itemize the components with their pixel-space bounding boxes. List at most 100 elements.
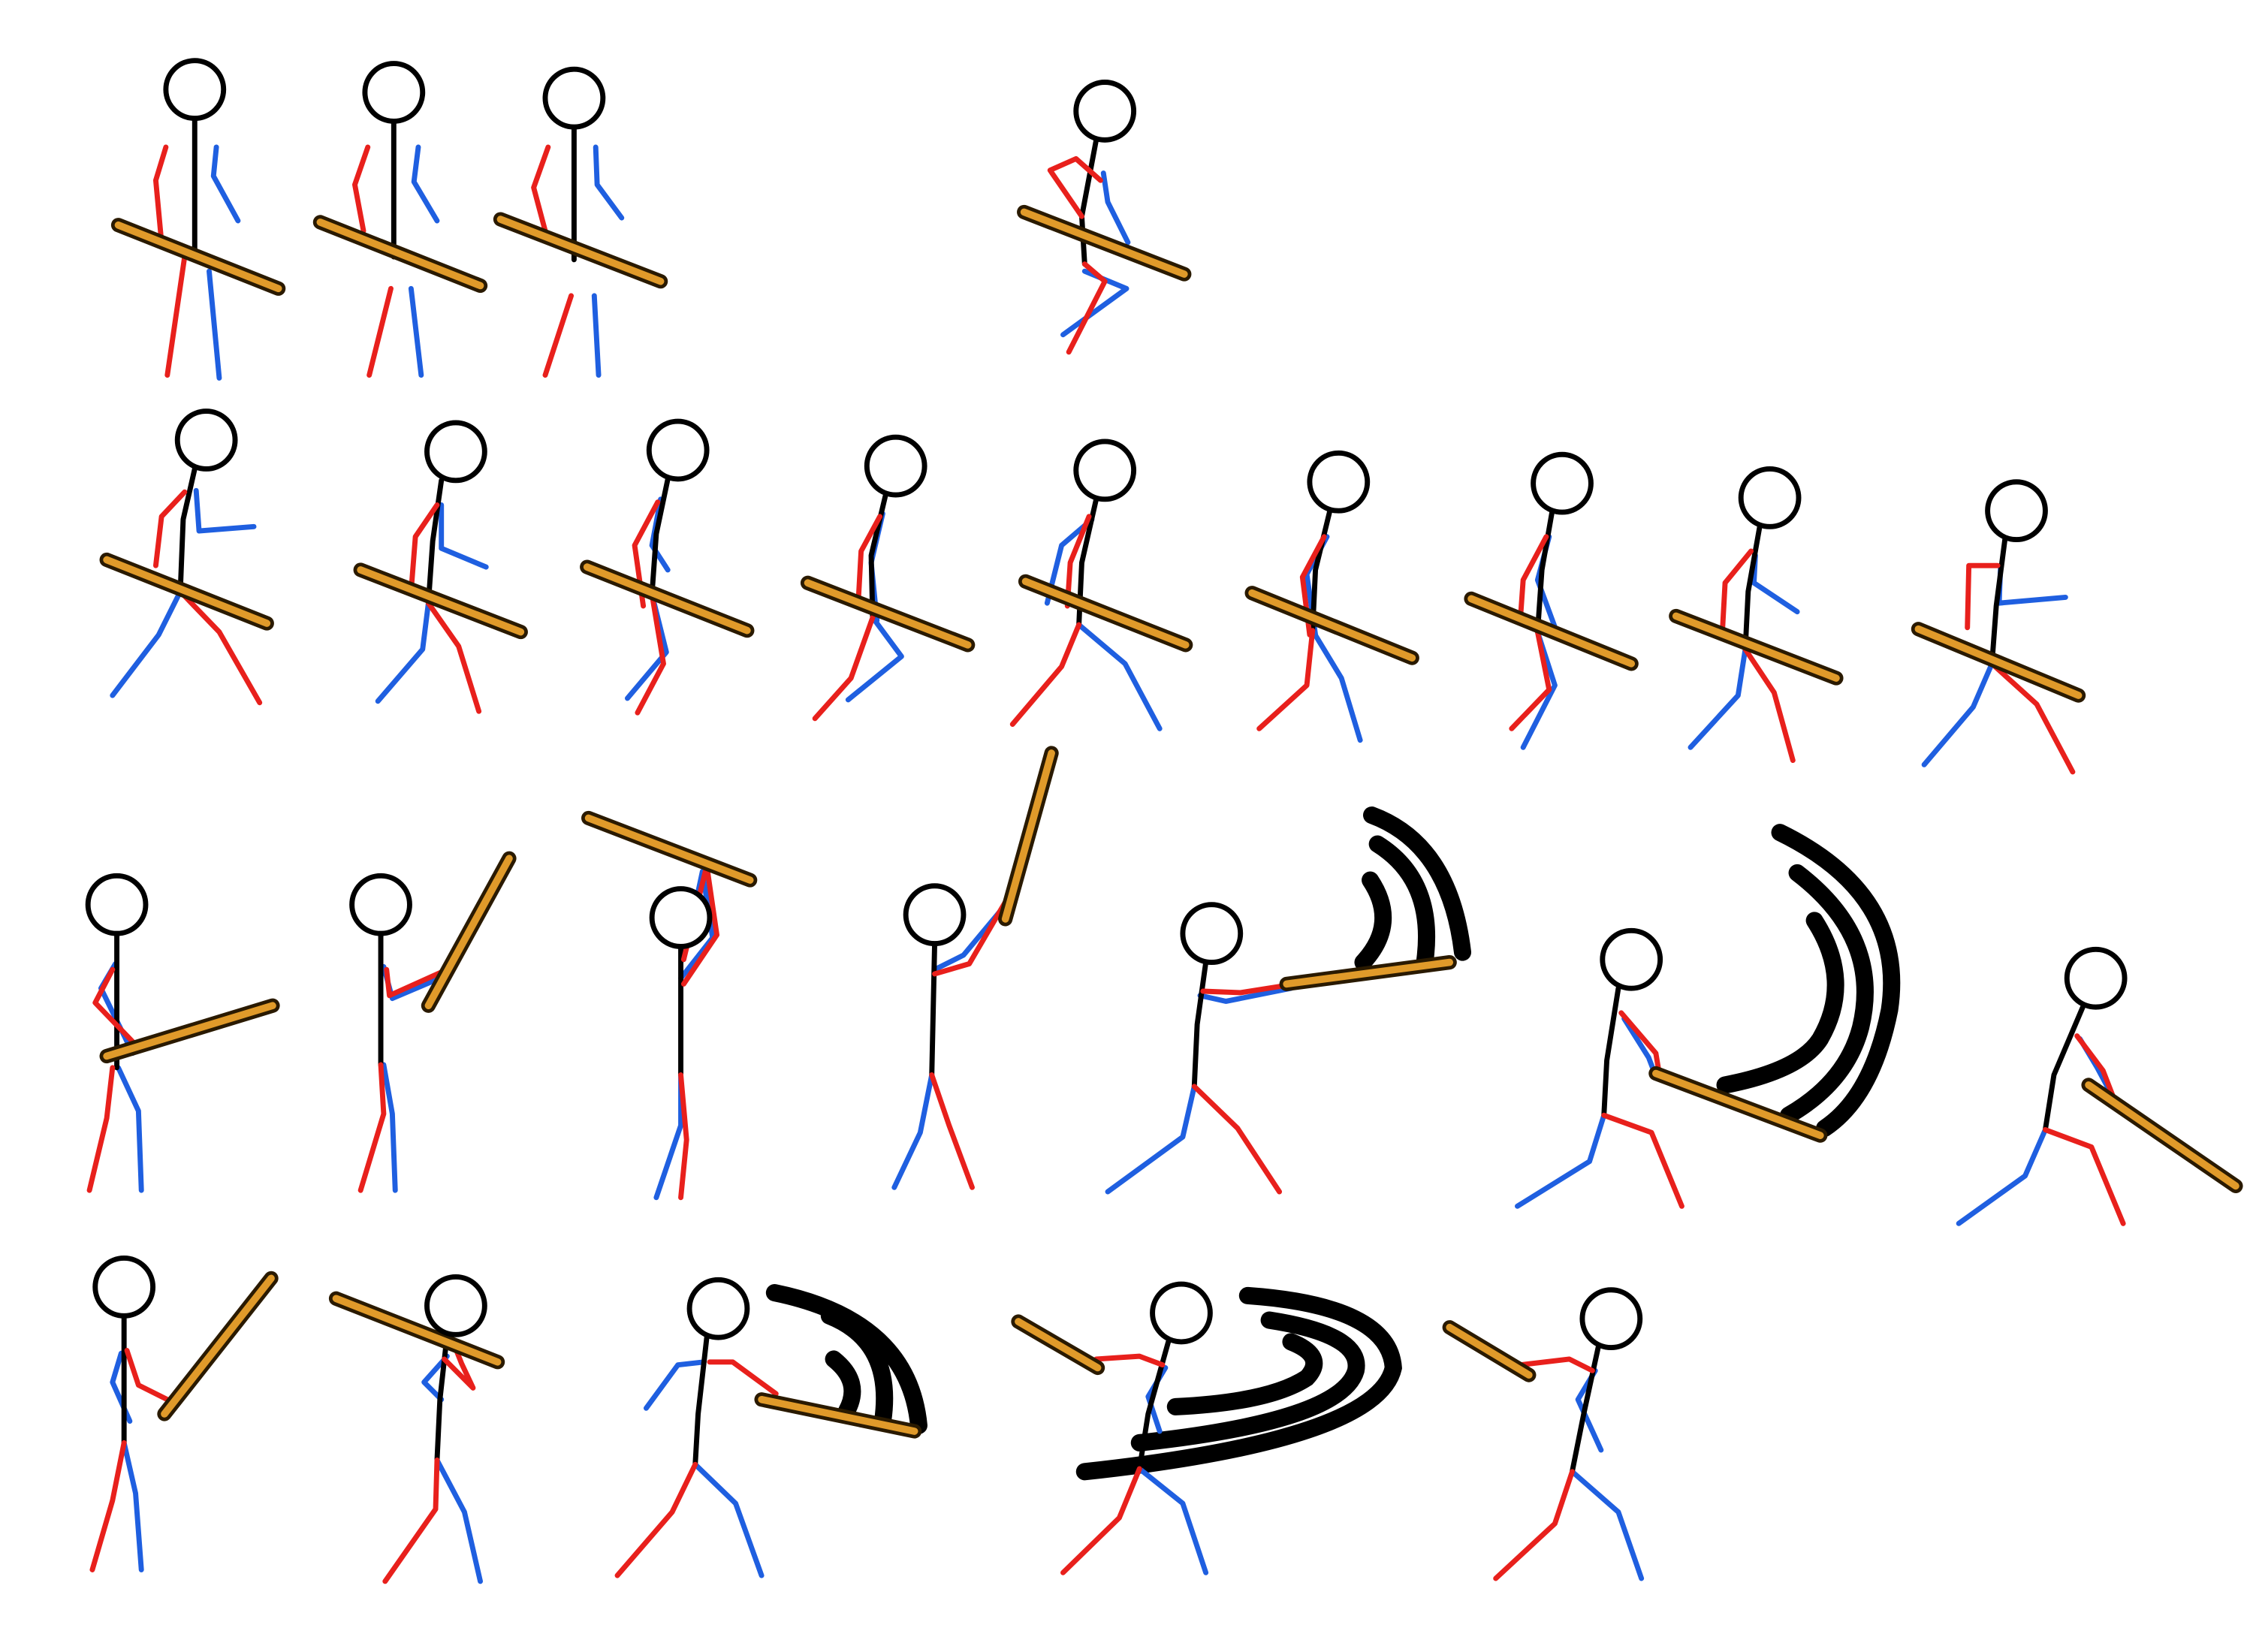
torso — [434, 1331, 450, 1463]
staff-fill — [1672, 612, 1840, 682]
near-limb — [855, 514, 883, 606]
staff-fill — [1283, 958, 1454, 988]
torso — [1601, 985, 1621, 1118]
head — [864, 434, 927, 498]
far-limb — [1100, 170, 1131, 246]
staff-fill — [1914, 625, 2083, 699]
staff-fill — [1021, 577, 1190, 649]
head — [1531, 451, 1594, 515]
torso — [692, 1334, 710, 1467]
near-limb — [1093, 1353, 1166, 1368]
far-limb — [1751, 553, 1800, 615]
motion-arc — [820, 1307, 894, 1430]
far-limb — [653, 1072, 683, 1201]
far-limb — [1105, 1084, 1197, 1195]
head — [424, 420, 487, 484]
pose-walk-2 — [353, 420, 528, 714]
staff-fill — [1446, 1323, 1533, 1379]
near-limb — [366, 285, 394, 378]
pose-swing-2 — [1515, 824, 1901, 1209]
head — [424, 1274, 487, 1337]
pose-overhead-4 — [891, 746, 1059, 1190]
near-limb — [678, 1072, 689, 1201]
staff-fill — [584, 814, 754, 884]
head — [1073, 439, 1137, 502]
head — [903, 883, 967, 947]
near-limb — [152, 489, 188, 568]
far-limb — [891, 1072, 935, 1190]
near-limb — [86, 1065, 116, 1193]
pose-walk-3 — [580, 418, 755, 716]
near-limb — [929, 1072, 975, 1190]
near-limb — [1066, 261, 1108, 355]
near-limb — [92, 966, 136, 1045]
far-limb — [1076, 622, 1163, 731]
near-limb — [177, 589, 263, 706]
near-limb — [1517, 534, 1549, 623]
head — [1600, 927, 1663, 991]
torso — [2042, 1004, 2086, 1132]
staff-fill — [1467, 595, 1636, 668]
far-limb — [110, 589, 183, 698]
far-limb — [1310, 628, 1363, 743]
near-limb — [1256, 628, 1316, 731]
motion-arc — [825, 1350, 861, 1420]
head — [1738, 466, 1802, 529]
far-limb — [411, 144, 440, 224]
far-limb — [110, 1350, 133, 1424]
head — [1307, 450, 1371, 514]
pose-idle-2 — [312, 61, 488, 378]
staff-fill — [103, 1002, 276, 1060]
head — [542, 66, 606, 130]
torso — [1989, 537, 2008, 667]
torso — [177, 466, 198, 595]
head — [163, 58, 227, 122]
staff-fill — [114, 221, 282, 293]
far-limb — [375, 600, 431, 704]
staff-fill — [758, 1395, 918, 1435]
near-limb — [1047, 155, 1103, 219]
near-limb — [1989, 661, 2076, 775]
head — [349, 873, 412, 936]
far-limb — [408, 285, 424, 378]
near-limb — [357, 1062, 387, 1193]
near-limb — [1200, 981, 1298, 996]
staff-fill — [1015, 1318, 1102, 1372]
near-limb — [1493, 1469, 1575, 1581]
torso — [1191, 960, 1209, 1090]
pose-swing-1 — [1105, 806, 1472, 1195]
far-limb — [1996, 562, 2068, 606]
pose-swing-3 — [1956, 946, 2243, 1226]
torso — [1742, 523, 1763, 653]
far-limb — [381, 1062, 398, 1193]
head — [2064, 946, 2128, 1010]
staff-fill — [496, 216, 665, 285]
near-limb — [635, 592, 666, 716]
far-limb — [1956, 1126, 2048, 1226]
motion-arc — [1130, 1311, 1365, 1452]
pose-idle-3 — [493, 66, 668, 378]
far-limb — [210, 144, 241, 224]
staff-fill — [103, 556, 271, 627]
far-limb — [116, 1065, 144, 1193]
far-limb — [207, 268, 222, 381]
far-limb — [1687, 647, 1748, 750]
head — [92, 1256, 156, 1319]
near-limb — [352, 144, 371, 234]
pose-spin-3 — [614, 1277, 927, 1578]
far-limb — [193, 487, 257, 534]
near-limb — [812, 614, 876, 722]
head — [646, 418, 710, 482]
head — [686, 1277, 750, 1340]
far-limb — [1921, 661, 1995, 767]
head — [649, 886, 713, 949]
near-limb — [2074, 1033, 2116, 1099]
motion-arc — [1166, 1333, 1323, 1415]
motion-arc — [1780, 864, 1874, 1124]
near-limb — [1009, 622, 1082, 727]
head — [1073, 80, 1137, 143]
motion-arc — [1368, 835, 1436, 969]
near-limb — [425, 600, 482, 714]
near-limb — [1191, 1084, 1283, 1195]
